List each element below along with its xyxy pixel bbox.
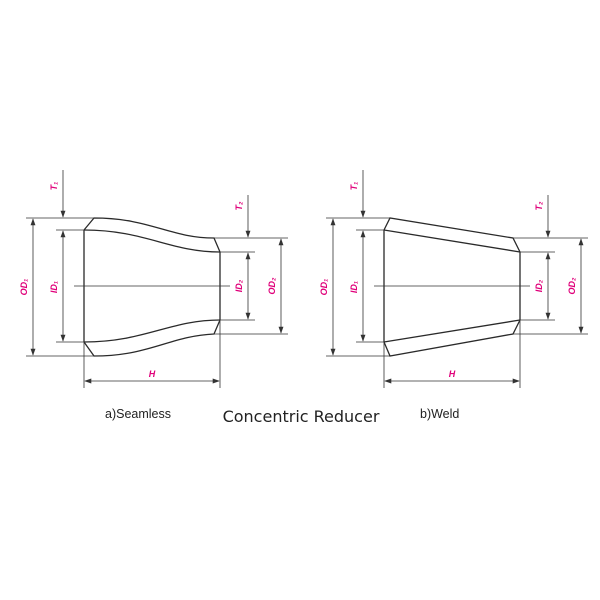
weld-h-label: H <box>449 369 456 379</box>
seamless-od2-label: OD₂ <box>267 277 277 295</box>
weld-t1-label: T₁ <box>349 182 359 191</box>
seamless-h-label: H <box>149 369 156 379</box>
weld-t2-label: T₂ <box>534 201 544 210</box>
weld-od2-label: OD₂ <box>567 277 577 295</box>
weld-inner-bottom <box>383 319 521 343</box>
seamless-outer-top <box>83 217 221 253</box>
seamless-reducer: T₁ OD₁ ID₁ T₂ ID₂ OD₂ H a)Seamless <box>19 170 288 421</box>
seamless-inner-bottom <box>83 319 221 343</box>
weld-od1-label: OD₁ <box>319 279 329 296</box>
seamless-outer-bottom <box>83 319 221 357</box>
weld-outer-bottom <box>383 319 521 357</box>
weld-inner-top <box>383 229 521 253</box>
diagram-title: Concentric Reducer <box>223 407 380 426</box>
weld-id1-label: ID₁ <box>349 281 359 293</box>
seamless-id1-label: ID₁ <box>49 281 59 293</box>
weld-id2-label: ID₂ <box>534 279 544 292</box>
weld-reducer: T₁ OD₁ ID₁ T₂ ID₂ OD₂ H b)Weld <box>319 170 588 421</box>
seamless-inner-top <box>83 229 221 253</box>
weld-caption: b)Weld <box>420 407 459 421</box>
seamless-t1-label: T₁ <box>49 182 59 191</box>
seamless-id2-label: ID₂ <box>234 279 244 292</box>
seamless-caption: a)Seamless <box>105 407 171 421</box>
seamless-od1-label: OD₁ <box>19 279 29 296</box>
weld-outer-top <box>383 217 521 253</box>
seamless-t2-label: T₂ <box>234 201 244 210</box>
